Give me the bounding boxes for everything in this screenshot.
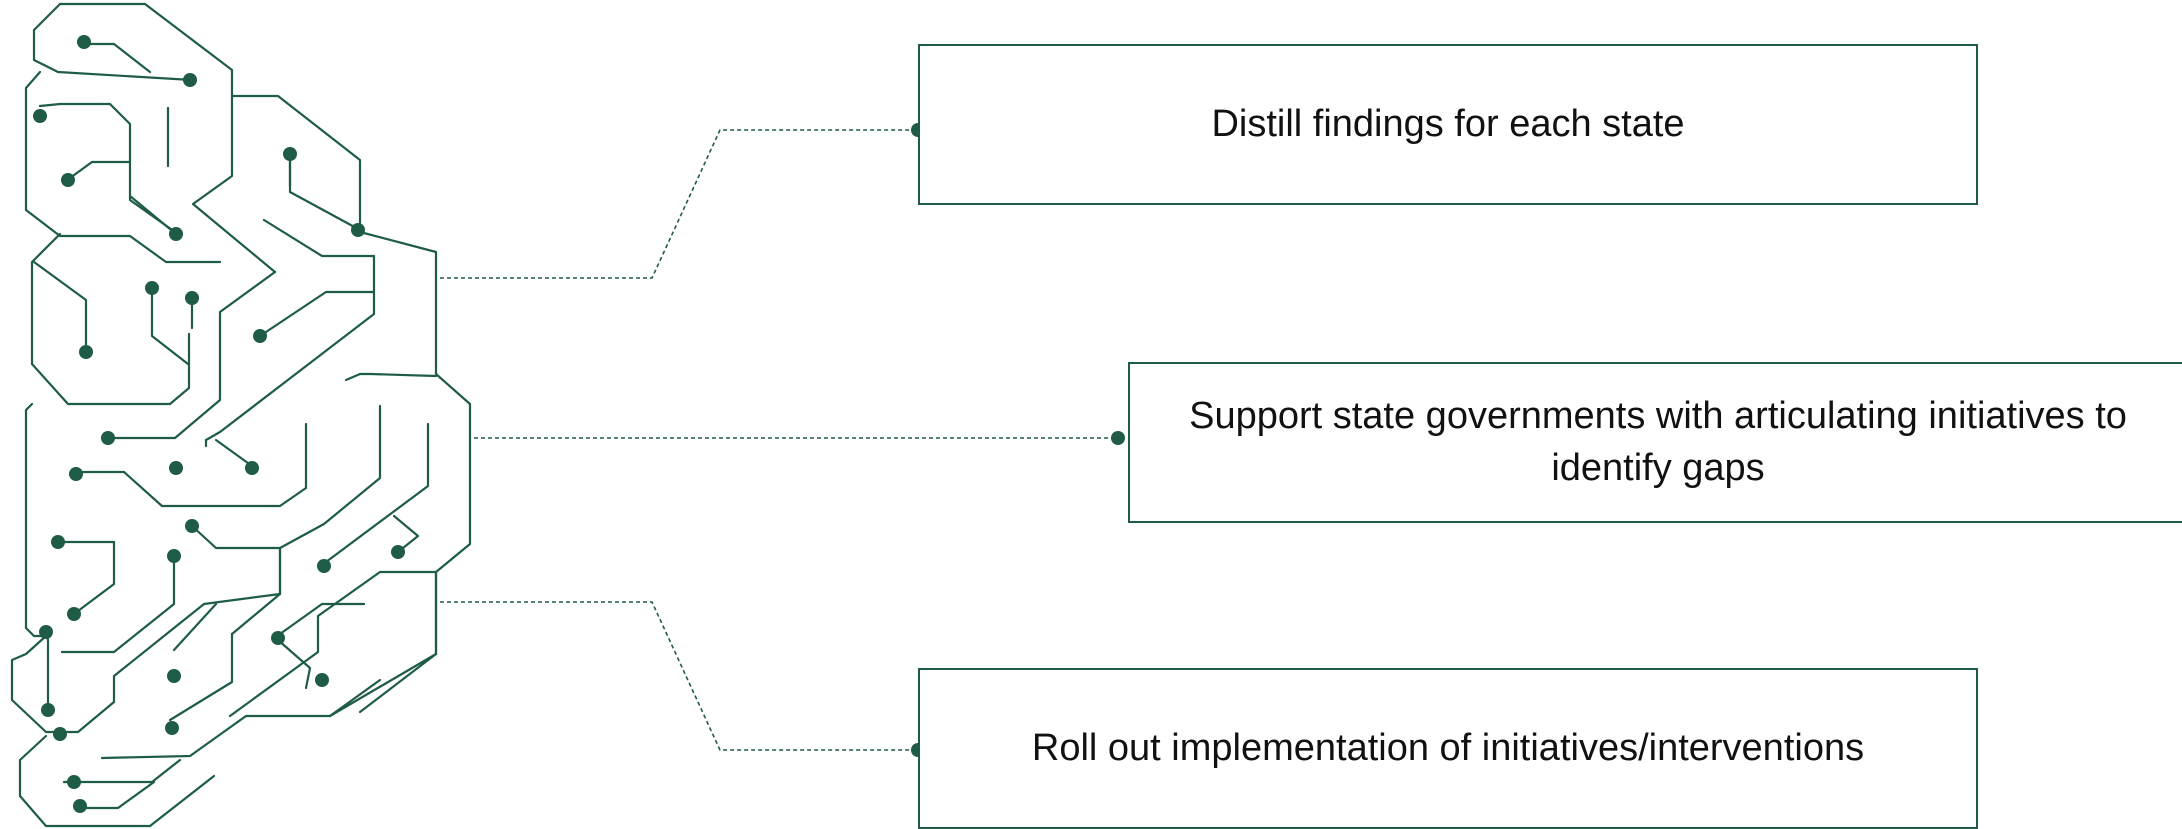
- step-2-label: Support state governments with articulat…: [1189, 395, 2127, 489]
- step-1-box: Distill findings for each state: [918, 44, 1978, 205]
- step-3-box: Roll out implementation of initiatives/i…: [918, 668, 1978, 829]
- step-3-label: Roll out implementation of initiatives/i…: [1031, 726, 1865, 769]
- connector-2: [474, 431, 1125, 445]
- connector-1: [440, 123, 925, 279]
- brain-circuit-nodes: [33, 35, 405, 813]
- step-1-label: Distill findings for each state: [1211, 102, 1685, 145]
- brain-circuit-icon: [10, 2, 472, 828]
- step-2-box: Support state governments with articulat…: [1128, 362, 2182, 523]
- connector-3: [440, 601, 925, 757]
